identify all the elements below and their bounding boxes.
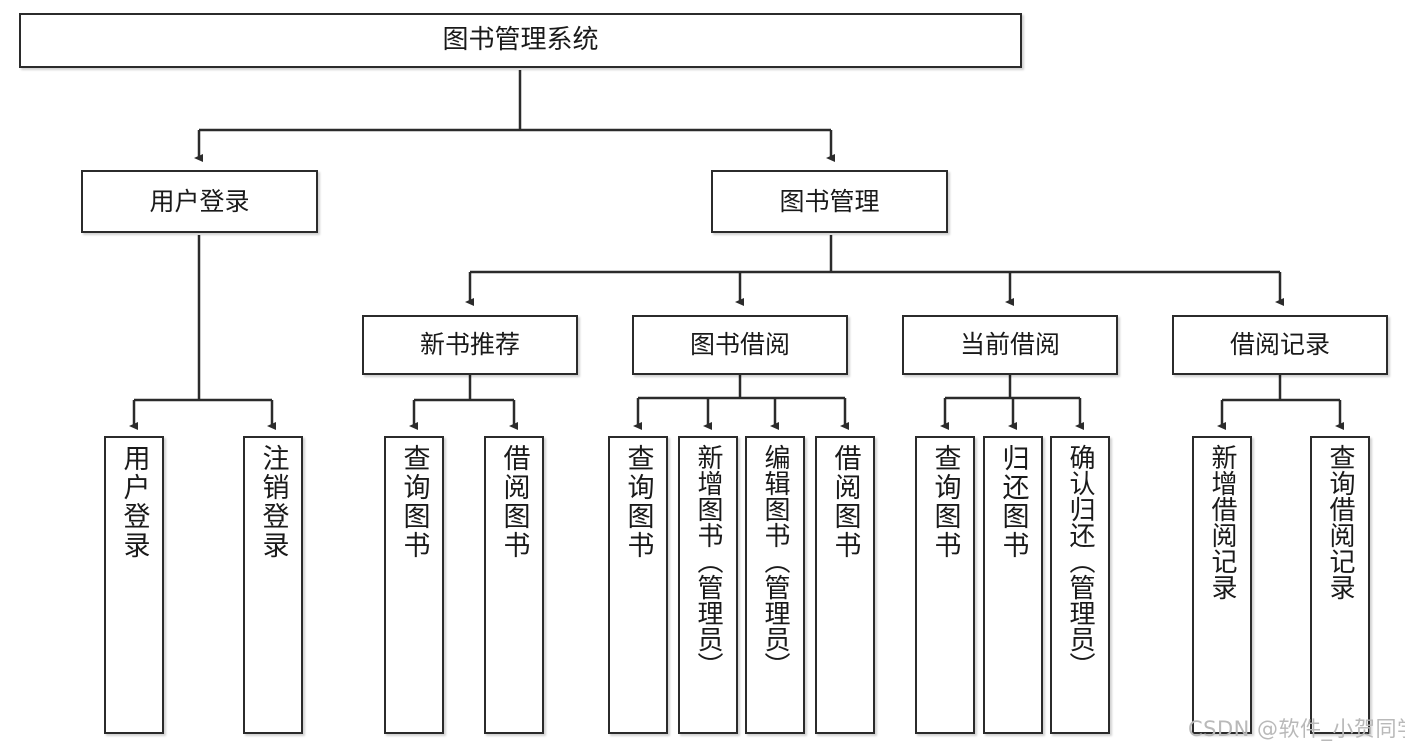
leaf-new-book-query[interactable]: 查询图书 (384, 436, 444, 734)
node-root-system-label: 图书管理系统 (442, 24, 599, 55)
leaf-borrow-edit-book-label: 编辑图书（管理员） (760, 444, 790, 678)
leaf-new-book-borrow-label: 借阅图书 (498, 444, 530, 560)
leaf-borrow-edit-book[interactable]: 编辑图书（管理员） (745, 436, 805, 734)
node-book-borrow[interactable]: 图书借阅 (632, 315, 848, 375)
node-new-book-recommend[interactable]: 新书推荐 (362, 315, 578, 375)
leaf-borrow-query-book-label: 查询图书 (622, 444, 654, 560)
leaf-current-confirm-return[interactable]: 确认归还（管理员） (1050, 436, 1110, 734)
node-borrow-record[interactable]: 借阅记录 (1172, 315, 1388, 375)
leaf-new-book-query-label: 查询图书 (398, 444, 430, 560)
leaf-borrow-add-book[interactable]: 新增图书（管理员） (678, 436, 738, 734)
node-borrow-record-label: 借阅记录 (1229, 330, 1330, 359)
leaf-current-return-book-label: 归还图书 (997, 444, 1029, 560)
leaf-user-login-login-label: 用户登录 (118, 444, 150, 560)
node-book-management[interactable]: 图书管理 (711, 170, 948, 233)
leaf-current-return-book[interactable]: 归还图书 (983, 436, 1043, 734)
leaf-record-query-record-label: 查询借阅记录 (1325, 444, 1355, 600)
node-current-borrow[interactable]: 当前借阅 (902, 315, 1118, 375)
leaf-user-login-login[interactable]: 用户登录 (104, 436, 164, 734)
leaf-current-confirm-return-label: 确认归还（管理员） (1065, 444, 1095, 678)
leaf-borrow-query-book[interactable]: 查询图书 (608, 436, 668, 734)
watermark-text: CSDN @软件_小贺同学 (1188, 717, 1405, 741)
leaf-record-add-record[interactable]: 新增借阅记录 (1192, 436, 1252, 734)
node-book-borrow-label: 图书借阅 (689, 330, 790, 359)
node-new-book-recommend-label: 新书推荐 (419, 330, 520, 359)
leaf-borrow-borrow-book-label: 借阅图书 (829, 444, 861, 560)
leaf-current-query-book-label: 查询图书 (929, 444, 961, 560)
node-current-borrow-label: 当前借阅 (959, 330, 1060, 359)
leaf-current-query-book[interactable]: 查询图书 (915, 436, 975, 734)
leaf-record-add-record-label: 新增借阅记录 (1207, 444, 1237, 600)
node-user-login[interactable]: 用户登录 (81, 170, 318, 233)
node-root-system[interactable]: 图书管理系统 (19, 13, 1022, 68)
leaf-user-login-logout[interactable]: 注销登录 (243, 436, 303, 734)
node-user-login-label: 用户登录 (149, 186, 250, 216)
leaf-record-query-record[interactable]: 查询借阅记录 (1310, 436, 1370, 734)
node-book-management-label: 图书管理 (779, 186, 880, 216)
leaf-new-book-borrow[interactable]: 借阅图书 (484, 436, 544, 734)
leaf-borrow-add-book-label: 新增图书（管理员） (693, 444, 723, 678)
leaf-borrow-borrow-book[interactable]: 借阅图书 (815, 436, 875, 734)
leaf-user-login-logout-label: 注销登录 (257, 444, 289, 560)
